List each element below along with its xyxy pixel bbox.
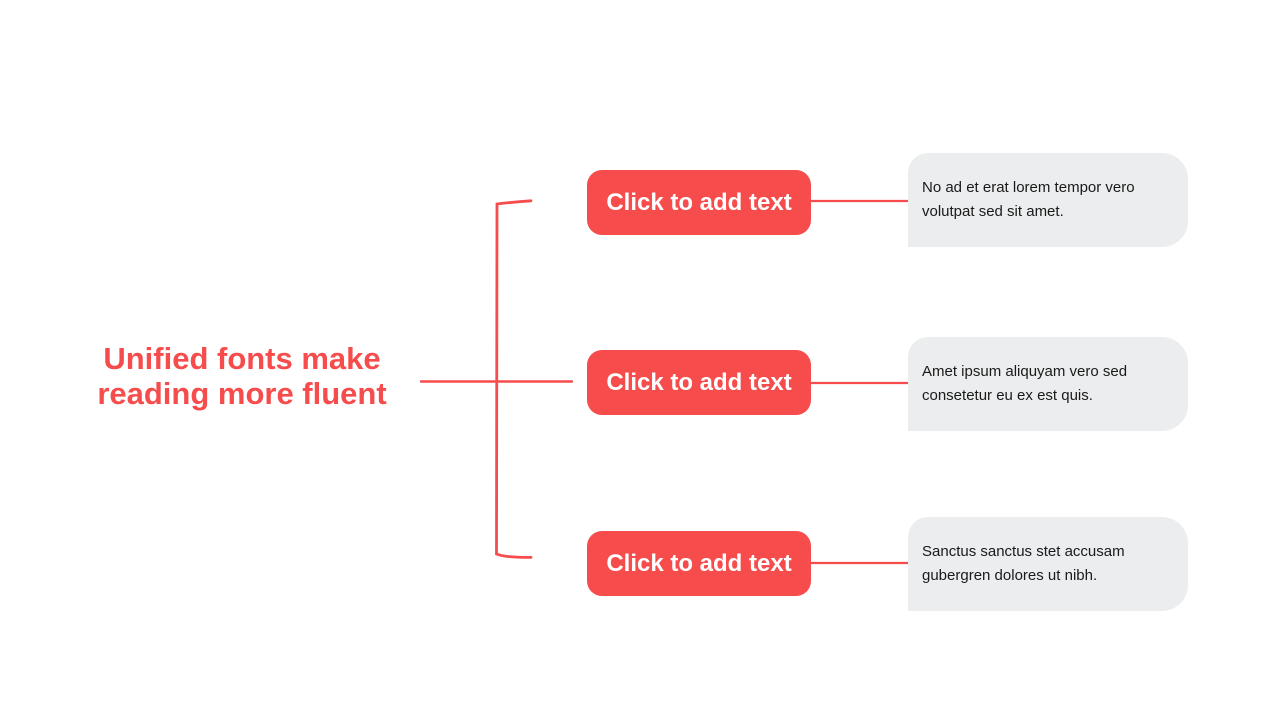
- note-box-2[interactable]: Amet ipsum aliquyam vero sed consetetur …: [908, 337, 1188, 431]
- note-text-2: Amet ipsum aliquyam vero sed consetetur …: [922, 363, 1128, 404]
- bracket-brace: [495, 199, 533, 559]
- note-text-1: No ad et erat lorem tempor vero volutpat…: [922, 179, 1135, 220]
- add-text-button-3[interactable]: Click to add text: [587, 531, 811, 596]
- title-line-1: Unified fonts make: [103, 341, 381, 376]
- add-text-button-2[interactable]: Click to add text: [587, 350, 811, 415]
- note-text-3: Sanctus sanctus stet accusam gubergren d…: [922, 543, 1125, 584]
- note-box-1[interactable]: No ad et erat lorem tempor vero volutpat…: [908, 153, 1188, 247]
- add-text-button-1[interactable]: Click to add text: [587, 170, 811, 235]
- main-topic-title[interactable]: Unified fonts make reading more fluent: [62, 341, 422, 411]
- title-line-2: reading more fluent: [97, 376, 387, 411]
- note-box-3[interactable]: Sanctus sanctus stet accusam gubergren d…: [908, 517, 1188, 611]
